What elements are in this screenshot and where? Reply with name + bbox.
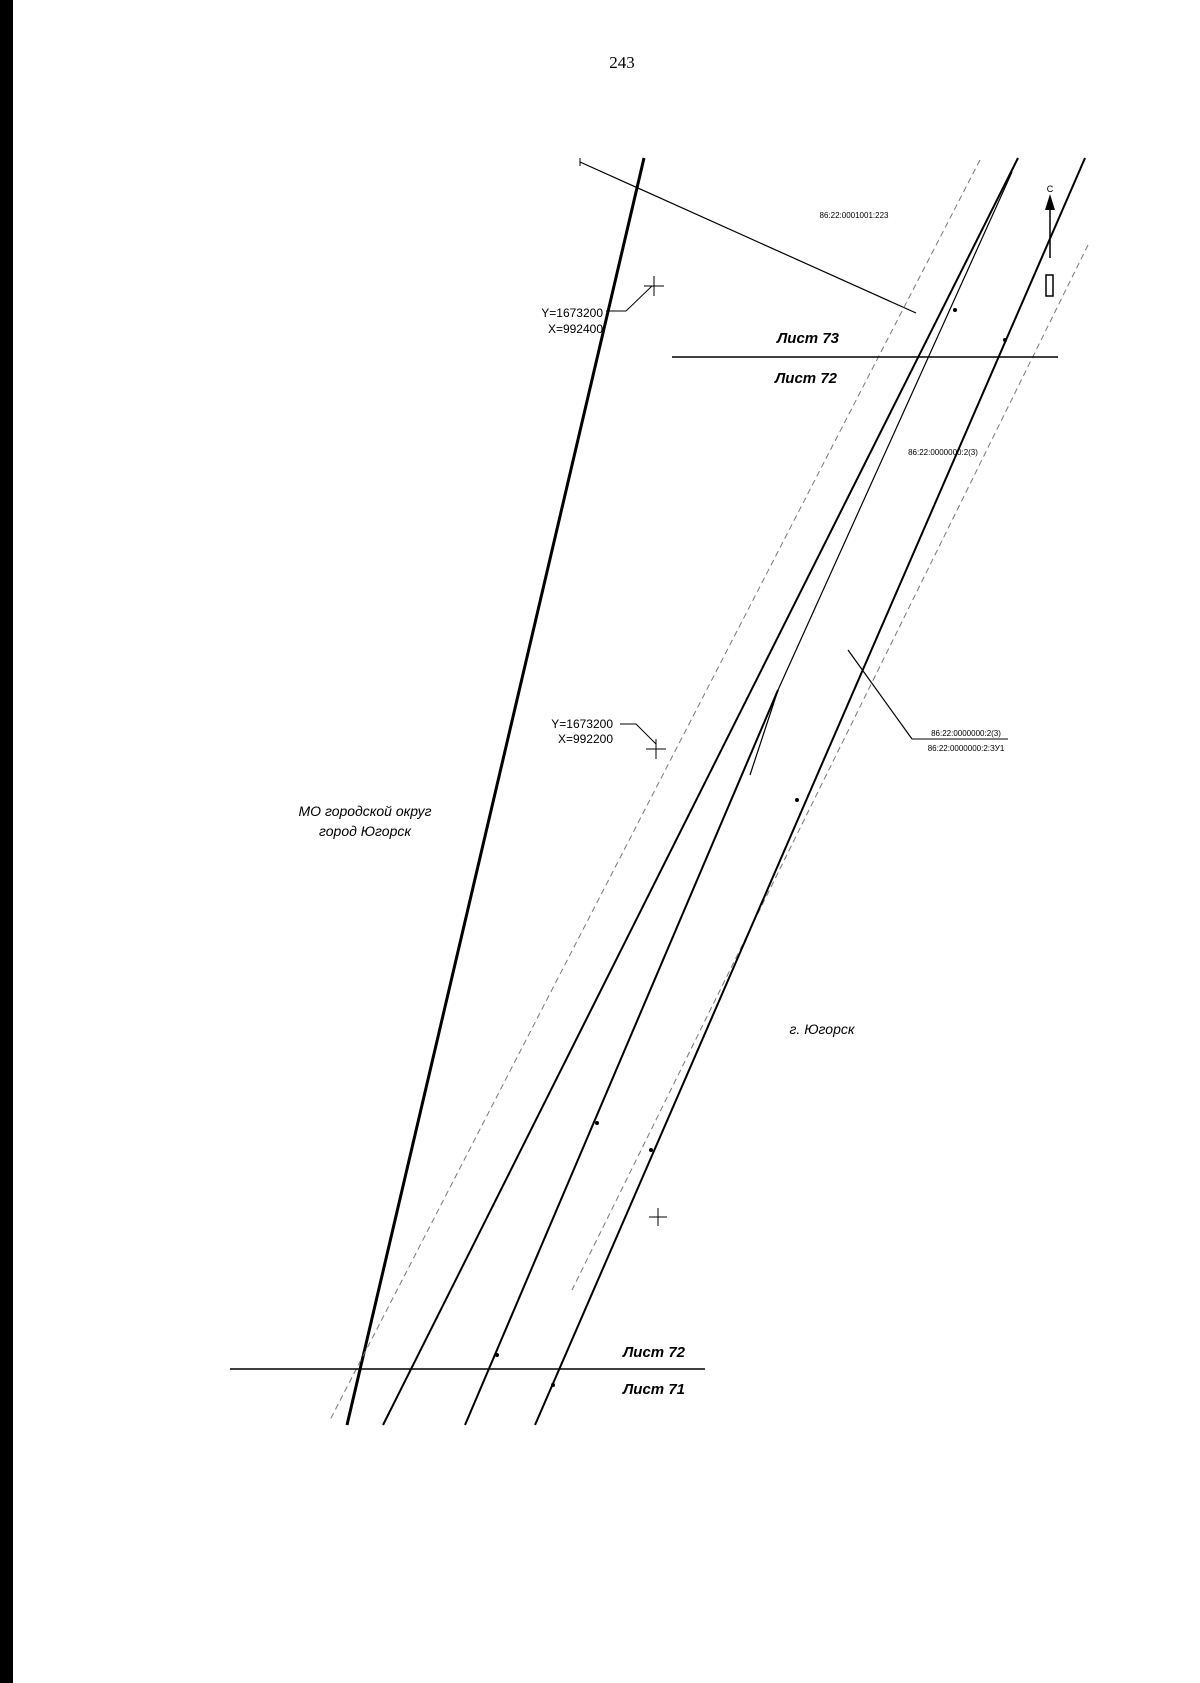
scan-border [0,0,13,1683]
corridor-line-4 [534,157,1086,1426]
dashed-zone-line-right [571,244,1089,1291]
coord-x-2: X=992200 [558,732,613,746]
north-arrow-icon: С [1045,184,1055,297]
city-label: г. Югорск [790,1021,856,1037]
page-number: 243 [609,53,635,72]
node-mark [795,798,799,802]
boundary-line-left [345,157,646,1426]
parcel-boundary-diagonal [579,161,917,314]
parcel-label-2-3: 86:22:0000000:2(3) [908,448,978,457]
corridor-line-3b [749,689,779,776]
north-label: С [1047,184,1054,194]
municipality-label-line1: МО городской округ [299,803,432,819]
node-mark [595,1121,599,1125]
corridor-line-2 [777,171,1013,691]
node-mark [953,308,957,312]
sheet-label-73: Лист 73 [776,330,840,347]
corridor-line-3 [464,689,779,1426]
node-mark [1003,338,1007,342]
sheet-label-72-top: Лист 72 [774,370,838,387]
sheet-label-71: Лист 71 [622,1381,685,1398]
coord-y-2: Y=1673200 [551,717,613,731]
corridor-line-1 [382,157,1019,1426]
sheet-label-72-bottom: Лист 72 [622,1344,686,1361]
node-mark [551,1383,555,1387]
node-mark [649,1148,653,1152]
coord-y-1: Y=1673200 [541,306,603,320]
dashed-zone-line-left [329,159,981,1421]
parcel-label-zu1: 86:22:0000000:2:ЗУ1 [928,744,1005,753]
node-mark [495,1353,499,1357]
coord-leader-2 [620,723,657,745]
parcel-label-2-3-leader: 86:22:0000000:2(3) [931,729,1001,738]
parcel-leader-line [847,649,913,740]
parcel-label-223: 86:22:0001001:223 [820,211,890,220]
coord-x-1: X=992400 [548,322,603,336]
municipality-label-line2: город Югорск [319,823,412,839]
coord-leader-1 [606,285,653,312]
